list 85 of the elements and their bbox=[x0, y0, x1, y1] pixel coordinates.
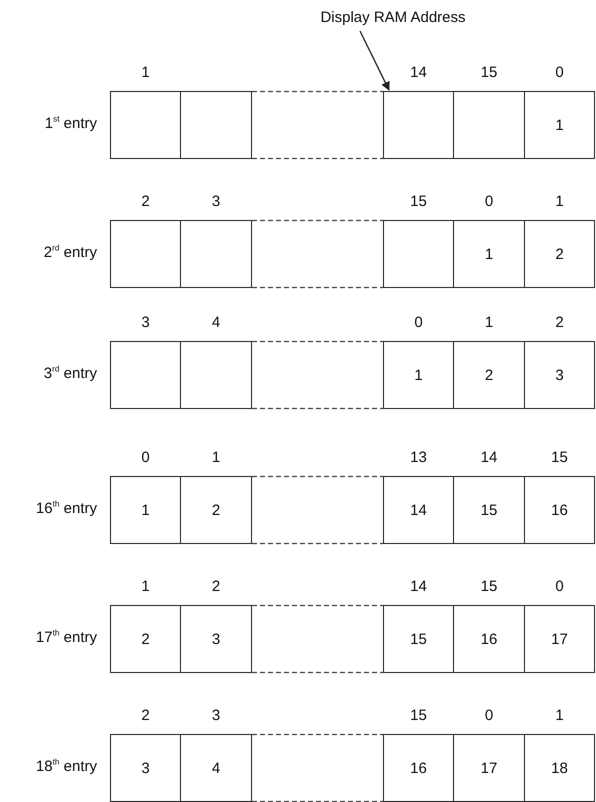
address-number: 0 bbox=[140, 449, 151, 466]
address-number: 14 bbox=[480, 449, 498, 466]
memory-cell bbox=[110, 220, 181, 288]
cell-value: 2 bbox=[212, 502, 220, 518]
memory-cell bbox=[383, 734, 454, 802]
entry-label: 16$^{th}$ entry bbox=[36, 500, 97, 517]
address-number: 15 bbox=[480, 578, 498, 595]
memory-cell bbox=[453, 220, 525, 288]
caption-text: Display RAM Address bbox=[312, 9, 474, 26]
address-number: 14 bbox=[409, 578, 428, 595]
cell-value: 2 bbox=[555, 246, 564, 262]
memory-cell bbox=[383, 220, 454, 288]
address-number: 4 bbox=[210, 314, 222, 331]
cell-value: 3 bbox=[555, 366, 564, 384]
memory-cell bbox=[180, 734, 252, 802]
address-number: 13 bbox=[409, 449, 428, 466]
address-number: 1 bbox=[140, 64, 151, 81]
memory-cell bbox=[110, 91, 181, 159]
cell-value: 16 bbox=[551, 502, 568, 518]
memory-cell bbox=[383, 605, 454, 673]
memory-cell bbox=[180, 91, 252, 159]
memory-cell bbox=[453, 341, 525, 409]
memory-cell bbox=[110, 605, 181, 673]
address-number: 14 bbox=[409, 64, 428, 81]
address-number: 1 bbox=[140, 578, 151, 595]
cell-value: 1 bbox=[141, 502, 150, 518]
entry-label: 17$^{th}$ entry bbox=[36, 629, 97, 646]
address-number: 1 bbox=[554, 707, 565, 724]
address-number: 1 bbox=[554, 193, 565, 210]
address-number: 0 bbox=[413, 314, 424, 331]
cell-value: 1 bbox=[414, 366, 423, 384]
address-number: 3 bbox=[210, 707, 222, 724]
memory-cell bbox=[180, 220, 252, 288]
memory-cell bbox=[524, 91, 595, 159]
memory-cell bbox=[180, 341, 252, 409]
memory-cell bbox=[180, 605, 252, 673]
cell-value: 3 bbox=[212, 630, 220, 648]
memory-cell bbox=[524, 605, 595, 673]
cell-value: 3 bbox=[141, 760, 150, 776]
address-number: 0 bbox=[554, 64, 565, 81]
address-number: 0 bbox=[554, 578, 565, 595]
cell-value: 16 bbox=[410, 760, 427, 776]
cell-value: 16 bbox=[480, 630, 498, 648]
arrow bbox=[359, 30, 390, 91]
address-number: 1 bbox=[484, 314, 494, 331]
entry-label: 18$^{th}$ entry bbox=[36, 758, 97, 775]
memory-cell bbox=[110, 476, 181, 544]
cell-value: 2 bbox=[141, 630, 150, 648]
address-number: 15 bbox=[409, 193, 428, 210]
memory-cell bbox=[383, 341, 454, 409]
address-number: 15 bbox=[550, 449, 569, 466]
memory-cell bbox=[453, 476, 525, 544]
cell-value: 17 bbox=[551, 630, 568, 648]
cell-value: 2 bbox=[484, 366, 494, 384]
cell-value: 1 bbox=[484, 246, 494, 262]
address-number: 2 bbox=[140, 193, 151, 210]
address-number: 15 bbox=[480, 64, 498, 81]
cell-value: 1 bbox=[555, 116, 564, 134]
memory-cell bbox=[180, 476, 252, 544]
memory-cell bbox=[524, 220, 595, 288]
cell-value: 15 bbox=[480, 502, 498, 518]
cell-value: 15 bbox=[410, 630, 427, 648]
memory-cell bbox=[383, 91, 454, 159]
memory-cell bbox=[453, 605, 525, 673]
address-number: 0 bbox=[484, 707, 494, 724]
memory-cell bbox=[383, 476, 454, 544]
address-number: 1 bbox=[210, 449, 222, 466]
address-number: 15 bbox=[409, 707, 428, 724]
memory-cell bbox=[453, 734, 525, 802]
memory-cell bbox=[110, 341, 181, 409]
address-number: 0 bbox=[484, 193, 494, 210]
memory-cell bbox=[110, 734, 181, 802]
memory-cell bbox=[524, 341, 595, 409]
address-number: 2 bbox=[210, 578, 222, 595]
cell-value: 18 bbox=[551, 760, 568, 776]
cell-value: 14 bbox=[410, 502, 427, 518]
address-number: 3 bbox=[140, 314, 151, 331]
address-number: 2 bbox=[554, 314, 565, 331]
cell-value: 4 bbox=[212, 760, 220, 776]
address-number: 3 bbox=[210, 193, 222, 210]
address-number: 2 bbox=[140, 707, 151, 724]
cell-value: 17 bbox=[480, 760, 498, 776]
memory-cell bbox=[453, 91, 525, 159]
memory-cell bbox=[524, 734, 595, 802]
memory-cell bbox=[524, 476, 595, 544]
